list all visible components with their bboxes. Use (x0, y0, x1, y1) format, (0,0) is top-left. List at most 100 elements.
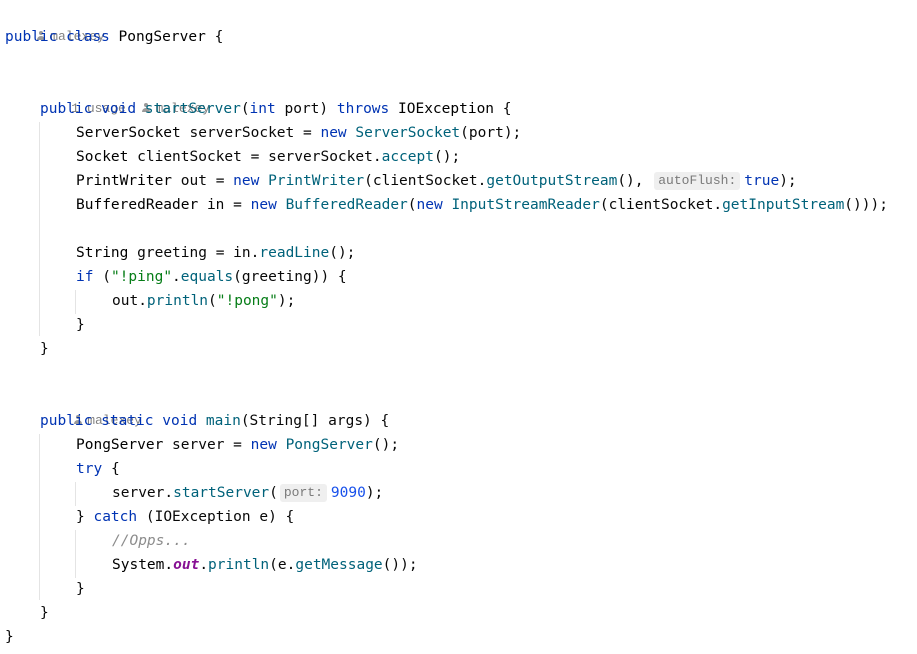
code-line[interactable]: } (40, 601, 49, 625)
code-line[interactable]: Socket clientSocket = serverSocket.accep… (76, 145, 460, 169)
brace: { (214, 29, 224, 45)
object-ref: in. (233, 245, 260, 261)
keyword: new (320, 125, 347, 141)
method-name[interactable]: main (205, 413, 241, 429)
code-line[interactable]: public void startServer(int port) throws… (40, 97, 512, 121)
keyword: void (101, 101, 137, 117)
constructor: BufferedReader (285, 197, 408, 213)
comment: //Opps... (112, 533, 191, 549)
code-line[interactable]: ServerSocket serverSocket = new ServerSo… (76, 121, 521, 145)
dot: . (172, 269, 181, 285)
variable: greeting (137, 245, 207, 261)
params: (IOException e) { (145, 509, 295, 525)
dot: . (372, 149, 382, 165)
dot: . (199, 557, 209, 573)
args: ())); (844, 197, 888, 213)
keyword: new (250, 437, 277, 453)
number-literal: 9090 (330, 485, 366, 501)
args: (clientSocket. (599, 197, 723, 213)
code-line[interactable]: } (76, 577, 85, 601)
args: ); (779, 173, 797, 189)
method-call: readLine (259, 245, 330, 261)
keyword: public (5, 29, 58, 45)
code-line[interactable]: out.println("!pong"); (112, 289, 295, 313)
code-line[interactable]: BufferedReader in = new BufferedReader(n… (76, 193, 888, 217)
args: (); (372, 437, 400, 453)
author-name: malexey (155, 101, 211, 116)
keyword: new (250, 197, 277, 213)
brace: } (76, 581, 85, 597)
usage-hint[interactable]: 1 usage malexey (40, 73, 210, 116)
code-line[interactable]: //Opps... (112, 529, 191, 553)
variable: clientSocket (137, 149, 242, 165)
args: (); (433, 149, 461, 165)
operator: = (233, 437, 242, 453)
type: BufferedReader (76, 197, 199, 213)
code-line[interactable]: public static void main(String[] args) { (40, 409, 389, 433)
type: PongServer (76, 437, 164, 453)
method-call: accept (381, 149, 434, 165)
paren: ( (407, 197, 417, 213)
brace: { (502, 101, 512, 117)
code-line[interactable]: } (40, 337, 49, 361)
operator: = (250, 149, 260, 165)
code-line[interactable]: String greeting = in.readLine(); (76, 241, 355, 265)
keyword: public (40, 413, 93, 429)
class-ref: System. (112, 557, 174, 573)
code-line[interactable]: try { (76, 457, 120, 481)
author-name: malexey (50, 29, 105, 44)
constructor: PrintWriter (268, 173, 365, 189)
person-icon (73, 414, 83, 425)
type: PrintWriter (76, 173, 173, 189)
author-hint[interactable]: malexey (5, 1, 105, 44)
code-line[interactable]: } (76, 313, 85, 337)
type: Socket (76, 149, 129, 165)
code-line[interactable]: PrintWriter out = new PrintWriter(client… (76, 169, 797, 193)
method-call: println (208, 557, 270, 573)
brace: } (40, 341, 49, 357)
code-line[interactable]: System.out.println(e.getMessage()); (112, 553, 418, 577)
brace: { (110, 461, 120, 477)
usages-count[interactable]: 1 usage (71, 101, 126, 116)
code-line[interactable]: public class PongServer { (5, 25, 223, 49)
method-name[interactable]: startServer (144, 101, 241, 117)
indent-guide (75, 482, 76, 506)
parameter-hint: port: (279, 484, 327, 502)
parameter: port (284, 101, 320, 117)
code-line[interactable]: if ("!ping".equals(greeting)) { (76, 265, 347, 289)
keyword: int (249, 101, 276, 117)
variable: server (172, 437, 225, 453)
class-name[interactable]: PongServer (118, 29, 206, 45)
constructor: PongServer (285, 437, 373, 453)
keyword: throws (336, 101, 390, 117)
args: ()); (382, 557, 418, 573)
keyword: catch (93, 509, 138, 525)
constructor: InputStreamReader (451, 197, 600, 213)
params: (String[] args) { (240, 413, 390, 429)
code-line[interactable]: } (5, 625, 14, 649)
keyword: new (416, 197, 443, 213)
variable: in (206, 197, 225, 213)
author-hint[interactable]: malexey (42, 385, 142, 428)
args: (port); (460, 125, 522, 141)
keyword: try (76, 461, 103, 477)
paren: ( (102, 269, 111, 285)
method-call: equals (180, 269, 234, 285)
method-call: startServer (173, 485, 270, 501)
args: (greeting)) { (233, 269, 347, 285)
paren: ( (269, 485, 278, 501)
object-ref: server. (112, 485, 174, 501)
keyword: static (101, 413, 154, 429)
operator: = (233, 197, 242, 213)
variable: out (180, 173, 207, 189)
keyword: class (66, 29, 110, 45)
indent-guide (39, 122, 40, 336)
method-call: println (146, 293, 209, 309)
brace: } (5, 629, 14, 645)
keyword: if (76, 269, 94, 285)
static-field: out (173, 557, 200, 573)
code-line[interactable]: PongServer server = new PongServer(); (76, 433, 399, 457)
code-line[interactable]: server.startServer(port:9090); (112, 481, 383, 505)
code-line[interactable]: } catch (IOException e) { (76, 505, 294, 529)
